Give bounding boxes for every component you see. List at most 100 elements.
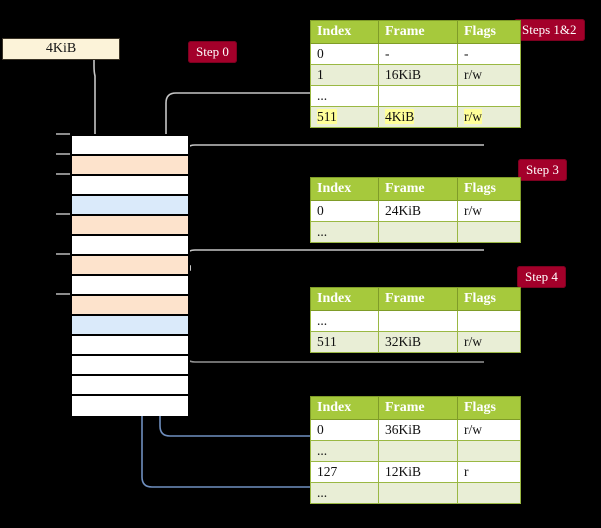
- table-header-flags: Flags: [457, 396, 521, 420]
- table-cell-frame: 32KiB: [378, 331, 458, 353]
- cell-text: r/w: [464, 334, 482, 349]
- physical-memory-frames: [70, 134, 190, 416]
- table-cell-frame: 12KiB: [378, 461, 458, 483]
- memory-frame-row: [72, 336, 188, 356]
- table-cell-frame: [378, 440, 458, 462]
- table-row: 0 24KiB r/w: [310, 200, 521, 222]
- cell-text: r/w: [464, 67, 482, 82]
- table-cell-flags: [457, 310, 521, 332]
- table-header-index: Index: [310, 177, 379, 201]
- table-header-flags: Flags: [457, 287, 521, 311]
- memory-frame-row: [72, 176, 188, 196]
- memory-frame-row: [72, 196, 188, 216]
- cell-text: ...: [317, 224, 328, 239]
- cell-text: 1: [317, 67, 324, 82]
- cell-text: ...: [317, 443, 328, 458]
- table-header-flags: Flags: [457, 177, 521, 201]
- table-cell-flags: r/w: [457, 200, 521, 222]
- table-cell-frame: [378, 310, 458, 332]
- table-row: ...: [310, 440, 521, 462]
- cell-text: -: [464, 46, 469, 61]
- table-cell-flags: r/w: [457, 419, 521, 441]
- memory-frame-row: [72, 276, 188, 296]
- cell-text: ...: [317, 88, 328, 103]
- table-cell-index: ...: [310, 310, 379, 332]
- table-cell-index: ...: [310, 440, 379, 462]
- table-row: ...: [310, 221, 521, 243]
- table-row: 0 36KiB r/w: [310, 419, 521, 441]
- table-cell-frame: [378, 221, 458, 243]
- cell-text: 32KiB: [385, 334, 422, 349]
- wire-frame-to-table1: [184, 144, 484, 160]
- frame-tick-8: [56, 293, 70, 295]
- frame-tick-2: [56, 173, 70, 175]
- cell-text: r/w: [464, 109, 482, 124]
- table-header-index: Index: [310, 396, 379, 420]
- cell-text: r/w: [464, 203, 482, 218]
- cell-text: ...: [317, 313, 328, 328]
- cell-text: 0: [317, 422, 324, 437]
- table-header-frame: Frame: [378, 287, 458, 311]
- table-header-index: Index: [310, 20, 379, 44]
- table-cell-index: 511: [310, 106, 379, 128]
- wire-step0-va-to-frame: [93, 60, 101, 151]
- table-cell-index: ...: [310, 85, 379, 107]
- cell-text: 4KiB: [385, 109, 415, 124]
- table-header-frame: Frame: [378, 177, 458, 201]
- table-row: 0 - -: [310, 43, 521, 65]
- table-cell-index: ...: [310, 482, 379, 504]
- table-cell-index: ...: [310, 221, 379, 243]
- frame-tick-4: [56, 213, 70, 215]
- table-cell-index: 127: [310, 461, 379, 483]
- table-cell-flags: r/w: [457, 64, 521, 86]
- table-cell-flags: [457, 85, 521, 107]
- table-cell-index: 0: [310, 419, 379, 441]
- cell-text: 36KiB: [385, 422, 422, 437]
- table-row: 511 4KiB r/w: [310, 106, 521, 128]
- table-cell-flags: [457, 221, 521, 243]
- table-cell-frame: 16KiB: [378, 64, 458, 86]
- memory-frame-row: [72, 356, 188, 376]
- cell-text: 0: [317, 203, 324, 218]
- memory-frame-row: [72, 396, 188, 416]
- cell-text: 0: [317, 46, 324, 61]
- memory-frame-row: [72, 136, 188, 156]
- memory-frame-row: [72, 316, 188, 336]
- cell-text: -: [385, 46, 390, 61]
- table-cell-flags: r/w: [457, 106, 521, 128]
- table-header-index: Index: [310, 287, 379, 311]
- table-cell-flags: [457, 482, 521, 504]
- memory-frame-row: [72, 156, 188, 176]
- badge-steps-1-2: Steps 1&2: [514, 19, 585, 41]
- cell-text: 24KiB: [385, 203, 422, 218]
- table-header-frame: Frame: [378, 396, 458, 420]
- table-cell-frame: 36KiB: [378, 419, 458, 441]
- frame-tick-0: [56, 133, 70, 135]
- badge-step-3: Step 3: [518, 159, 567, 181]
- memory-frame-row: [72, 256, 188, 276]
- cell-text: 511: [317, 109, 337, 124]
- table-cell-index: 0: [310, 43, 379, 65]
- table-row: ...: [310, 310, 521, 332]
- wire-table4-row127-to-frame: [136, 203, 484, 488]
- table-cell-frame: 4KiB: [378, 106, 458, 128]
- virtual-address-box: 4KiB: [2, 38, 120, 60]
- cell-text: 12KiB: [385, 464, 422, 479]
- wire-table4-row0-to-frame: [154, 321, 484, 437]
- table-cell-flags: r: [457, 461, 521, 483]
- table-cell-frame: -: [378, 43, 458, 65]
- cell-text: ...: [317, 485, 328, 500]
- frame-tick-1: [56, 153, 70, 155]
- table-header-flags: Flags: [457, 20, 521, 44]
- table-cell-frame: [378, 85, 458, 107]
- table-cell-flags: -: [457, 43, 521, 65]
- table-cell-flags: [457, 440, 521, 462]
- table-row: ...: [310, 482, 521, 504]
- badge-step-4: Step 4: [517, 266, 566, 288]
- table-row: ...: [310, 85, 521, 107]
- cell-text: 127: [317, 464, 338, 479]
